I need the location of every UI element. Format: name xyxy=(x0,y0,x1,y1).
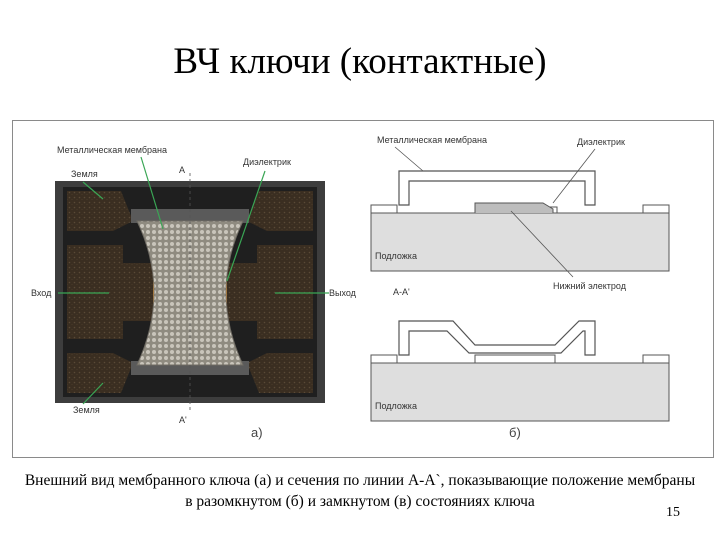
switch-figure: Металлическая мембрана Земля Диэлектрик … xyxy=(31,135,670,440)
input-line-taper xyxy=(123,263,157,321)
ground-pad-bottom-left xyxy=(67,353,133,393)
membrane-closed xyxy=(398,320,596,356)
label-a-top: А xyxy=(179,165,185,175)
figure-panel: Металлическая мембрана Земля Диэлектрик … xyxy=(12,120,714,458)
input-line-pad xyxy=(67,245,123,339)
output-line-pad xyxy=(257,245,313,339)
figure-caption: Внешний вид мембранного ключа (а) и сече… xyxy=(24,472,696,510)
label-substrate-open: Подложка xyxy=(375,251,417,261)
ground-right-open xyxy=(642,204,670,214)
label-membrane-b: Металлическая мембрана xyxy=(377,135,487,145)
ground-left-closed xyxy=(370,354,398,364)
page-number: 15 xyxy=(666,505,680,520)
cross-section-closed: Подложка xyxy=(370,320,670,422)
leader-ground-bottom xyxy=(82,382,104,405)
label-bottom-electrode: Нижний электрод xyxy=(553,281,627,291)
ground-pad-bottom-right xyxy=(247,353,313,393)
label-dielectric-b: Диэлектрик xyxy=(577,137,625,147)
ground-pad-top-left xyxy=(67,191,133,231)
leader-ground-top xyxy=(82,181,104,200)
label-section: А-А' xyxy=(393,287,410,297)
substrate-closed xyxy=(370,362,670,422)
label-input: Вход xyxy=(31,288,52,298)
label-membrane-a: Металлическая мембрана xyxy=(57,145,167,155)
dielectric-open xyxy=(474,202,554,213)
bottom-electrode-closed xyxy=(474,354,556,364)
ground-left-open xyxy=(370,204,398,214)
top-view-diagram: Металлическая мембрана Земля Диэлектрик … xyxy=(31,145,357,440)
label-output: Выход xyxy=(329,288,357,298)
label-dielectric-a: Диэлектрик xyxy=(243,157,291,167)
membrane-open xyxy=(398,170,596,206)
substrate-open xyxy=(370,212,670,272)
leader-membrane xyxy=(140,156,164,230)
cross-section-open: Металлическая мембрана Диэлектрик Подлож… xyxy=(370,135,670,297)
label-a-bottom: А' xyxy=(179,415,187,425)
slide-title: ВЧ ключи (контактные) xyxy=(173,41,547,82)
leader-electrode-b xyxy=(510,210,574,278)
ground-pad-top-right xyxy=(247,191,313,231)
panel-label-b: б) xyxy=(509,425,521,440)
ground-right-closed xyxy=(642,354,670,364)
leader-membrane-b xyxy=(394,146,424,172)
leader-dielectric xyxy=(226,170,266,282)
label-ground-bottom: Земля xyxy=(73,405,100,415)
output-line-taper xyxy=(223,263,257,321)
leader-dielectric-b xyxy=(552,148,596,204)
label-ground-top: Земля xyxy=(71,169,98,179)
label-substrate-closed: Подложка xyxy=(375,401,417,411)
panel-label-a: а) xyxy=(251,425,263,440)
